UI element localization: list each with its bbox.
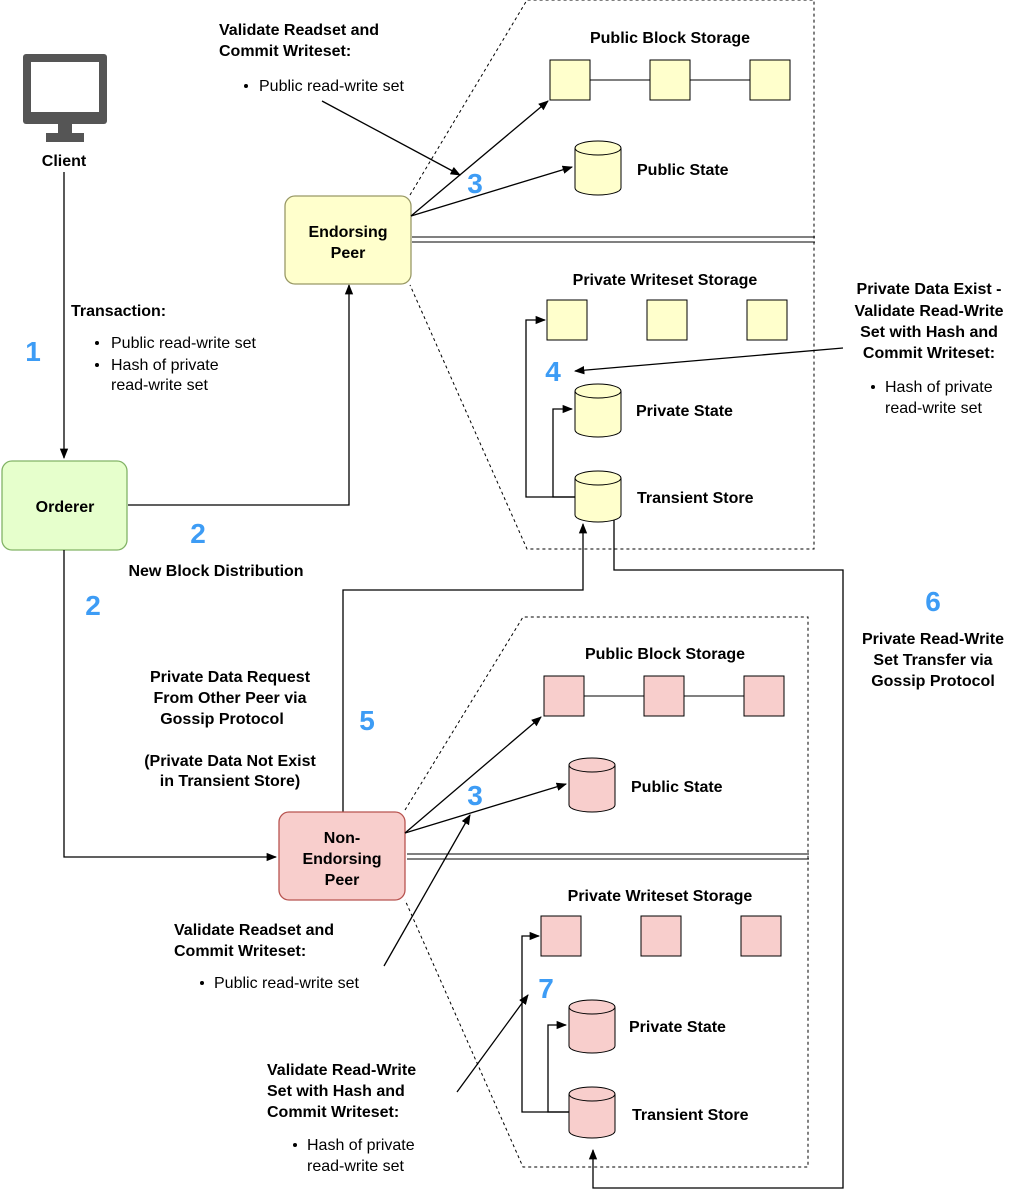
step-2-endorsing: 2	[190, 518, 206, 549]
step-7: 7	[538, 973, 554, 1004]
endorsing-private-state-label: Private State	[636, 403, 733, 420]
endorsing-public-state-cylinder	[574, 140, 622, 196]
private-exist-title-line-4: Commit Writeset:	[863, 345, 995, 362]
gossip-transfer-line-3: Gossip Protocol	[871, 673, 995, 690]
endorsing-public-state-label: Public State	[637, 162, 729, 179]
client-label: Client	[42, 153, 87, 170]
non-endorsing-public-block-storage-label: Public Block Storage	[585, 646, 745, 663]
non-endorsing-private-writeset-blocks	[540, 915, 782, 957]
endorsing-panel-separator	[412, 236, 815, 243]
bullet-dot	[95, 341, 99, 345]
transient-to-private-writeset-edge	[525, 315, 575, 498]
transaction-bullet-1: Public read-write set	[111, 335, 257, 352]
non-endorsing-to-public-state-edge	[404, 782, 567, 834]
endorsing-validate-title-line-2: Commit Writeset:	[219, 43, 351, 60]
endorsing-public-block-storage-label: Public Block Storage	[590, 30, 750, 47]
step-2-non-endorsing: 2	[85, 590, 101, 621]
private-data-request-edge	[342, 522, 588, 812]
non-endorsing-peer-node	[278, 811, 406, 901]
endorsing-validate-title-line-1: Validate Readset and	[219, 22, 379, 39]
private-exist-title-line-3: Set with Hash and	[860, 324, 998, 341]
step-3-non-endorsing: 3	[467, 780, 483, 811]
step-3-endorsing: 3	[467, 168, 483, 199]
endorsing-transient-store-label: Transient Store	[637, 490, 754, 507]
orderer-to-endorsing-edge	[128, 283, 354, 506]
non-endorsing-public-state-label: Public State	[631, 779, 723, 796]
non-endorsing-transient-store-cylinder	[568, 1086, 616, 1139]
non-endorsing-public-block-chain	[543, 675, 785, 717]
private-exist-bullet-line-2: read-write set	[885, 400, 982, 417]
hash-validate-bullet-line-1: Hash of private	[307, 1137, 415, 1154]
non-endorsing-validate-title-line-2: Commit Writeset:	[174, 943, 306, 960]
endorsing-peer-label-line-2: Peer	[331, 245, 366, 262]
gossip-transfer-line-1: Private Read-Write	[862, 631, 1004, 648]
non-endorsing-peer-label-line-3: Peer	[325, 872, 360, 889]
non-endorsing-to-block-storage-edge	[404, 716, 542, 834]
endorsing-public-block-chain	[549, 59, 791, 101]
non-endorsing-validate-pointer-edge	[383, 814, 471, 967]
endorsing-panel-outline	[409, 0, 815, 550]
bullet-dot	[244, 84, 248, 88]
non-endorsing-public-state-cylinder	[568, 757, 616, 813]
gossip-transfer-line-2: Set Transfer via	[873, 652, 992, 669]
private-exist-bullet-line-1: Hash of private	[885, 379, 993, 396]
step-6: 6	[925, 586, 941, 617]
bullet-dot	[293, 1143, 297, 1147]
non-endorsing-transient-store-label: Transient Store	[632, 1107, 749, 1124]
endorsing-peer-node	[284, 195, 412, 285]
hash-validate-title-line-2: Set with Hash and	[267, 1083, 405, 1100]
private-exist-title-line-1: Private Data Exist -	[857, 281, 1002, 298]
endorsing-private-state-cylinder	[574, 383, 622, 438]
endorsing-to-block-storage-edge	[410, 100, 549, 217]
private-rw-set-transfer-edge	[588, 520, 844, 1189]
non-endorsing-validate-bullet: Public read-write set	[214, 975, 360, 992]
orderer-label: Orderer	[36, 499, 95, 516]
endorsing-validate-pointer-edge	[321, 100, 461, 176]
orderer-to-non-endorsing-edge	[63, 550, 278, 862]
ne-transient-to-private-writeset-edge	[521, 931, 569, 1113]
private-exist-title-line-2: Validate Read-Write	[854, 303, 1003, 320]
hash-validate-title-line-1: Validate Read-Write	[267, 1062, 416, 1079]
gossip-request-line-3: Gossip Protocol	[160, 711, 284, 728]
bullet-dot	[95, 363, 99, 367]
endorsing-to-public-state-edge	[410, 165, 573, 217]
endorsing-private-writeset-storage-label: Private Writeset Storage	[573, 272, 758, 289]
private-exist-pointer-edge	[573, 347, 844, 375]
step-1: 1	[25, 336, 41, 367]
step-4: 4	[545, 356, 561, 387]
client-monitor-icon	[23, 54, 107, 142]
non-endorsing-private-state-cylinder	[568, 999, 616, 1054]
non-endorsing-peer-label-line-2: Endorsing	[302, 851, 381, 868]
ne-transient-to-private-state-edge	[547, 1020, 569, 1113]
non-endorsing-panel-outline	[404, 616, 809, 1168]
bullet-dot	[200, 981, 204, 985]
transaction-bullet-2-line-1: Hash of private	[111, 357, 219, 374]
endorsing-validate-bullet: Public read-write set	[259, 78, 405, 95]
hash-validate-pointer-edge	[456, 994, 529, 1093]
endorsing-transient-store-cylinder	[574, 470, 622, 523]
gossip-request-line-4: (Private Data Not Exist	[144, 753, 316, 770]
gossip-request-line-5: in Transient Store)	[160, 773, 300, 790]
hash-validate-bullet-line-2: read-write set	[307, 1158, 404, 1175]
endorsing-peer-label-line-1: Endorsing	[308, 224, 387, 241]
non-endorsing-peer-label-line-1: Non-	[324, 830, 360, 847]
transaction-title: Transaction:	[71, 303, 166, 320]
step-5: 5	[359, 705, 375, 736]
non-endorsing-validate-title-line-1: Validate Readset and	[174, 922, 334, 939]
transaction-bullet-2-line-2: read-write set	[111, 377, 208, 394]
non-endorsing-panel-separator	[407, 853, 809, 860]
non-endorsing-private-writeset-storage-label: Private Writeset Storage	[568, 888, 753, 905]
bullet-dot	[871, 385, 875, 389]
gossip-request-line-2: From Other Peer via	[154, 690, 307, 707]
non-endorsing-private-state-label: Private State	[629, 1019, 726, 1036]
gossip-request-line-1: Private Data Request	[150, 669, 311, 686]
hash-validate-title-line-3: Commit Writeset:	[267, 1104, 399, 1121]
new-block-distribution-label: New Block Distribution	[128, 563, 303, 580]
transient-to-private-state-edge	[552, 404, 575, 498]
endorsing-private-writeset-blocks	[546, 299, 788, 341]
